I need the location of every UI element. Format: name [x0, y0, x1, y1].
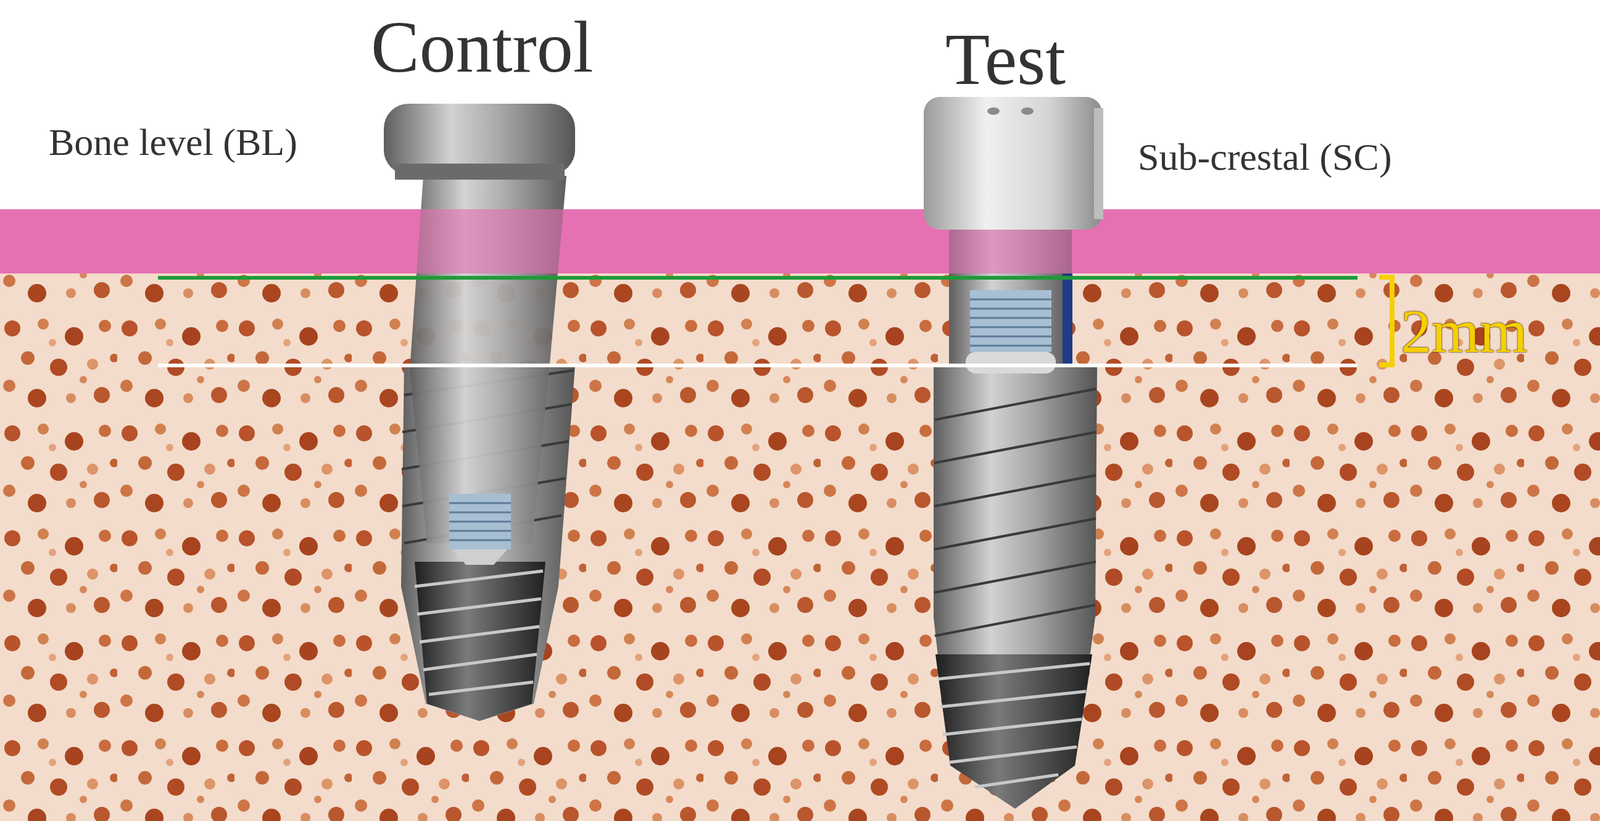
- dimension-label: 2mm: [1400, 297, 1528, 366]
- group-title: Test: [945, 19, 1066, 100]
- group-label: Sub-crestal (SC): [1137, 135, 1393, 178]
- group-title: Control: [370, 7, 594, 88]
- group-label: Bone level (BL): [48, 120, 298, 163]
